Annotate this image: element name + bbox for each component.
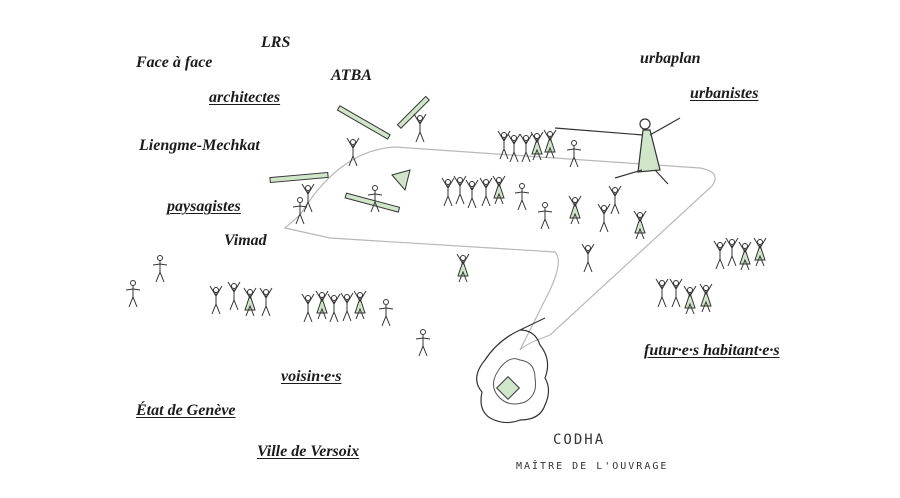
label-ville-de-versoix: Ville de Versoix <box>257 443 360 460</box>
stick-figure <box>209 285 223 315</box>
urbanist-giant-figure <box>554 117 681 185</box>
stick-figure <box>152 255 168 283</box>
stick-figure <box>367 185 383 213</box>
stick-figure <box>479 177 493 207</box>
stick-figure <box>456 253 470 283</box>
stick-figure <box>581 243 595 273</box>
stick-figure <box>346 137 360 167</box>
stick-figure <box>514 183 530 211</box>
stick-figure <box>315 290 329 320</box>
stick-figure <box>753 237 767 267</box>
stick-figure <box>327 293 341 323</box>
label-maitre-de-l-ouvrage: MAÎTRE DE L'OUVRAGE <box>516 461 669 472</box>
stick-figure <box>699 283 713 313</box>
stick-figure <box>292 197 308 225</box>
label-lrs: LRS <box>261 34 291 51</box>
stick-figure <box>519 133 533 163</box>
codha-plot <box>476 317 550 424</box>
label-vimad: Vimad <box>224 232 267 249</box>
stick-figures <box>125 113 767 357</box>
stick-figure <box>378 299 394 327</box>
label-liengme-mechkat: Liengme-Mechkat <box>139 137 260 154</box>
stick-figure <box>465 179 479 209</box>
stick-figure <box>568 195 582 225</box>
stick-figure <box>608 185 622 215</box>
stick-figure <box>566 140 582 168</box>
stick-figure <box>340 292 354 322</box>
stick-figure <box>725 237 739 267</box>
stick-figure <box>713 240 727 270</box>
label-atba: ATBA <box>331 67 372 84</box>
stick-figure <box>597 203 611 233</box>
stick-figure <box>453 175 467 205</box>
stick-figure <box>530 131 544 161</box>
stick-figure <box>301 293 315 323</box>
stick-figure <box>738 241 752 271</box>
stick-figure <box>683 285 697 315</box>
site-outline <box>283 146 716 351</box>
label-urbaplan: urbaplan <box>640 50 701 67</box>
stick-figure <box>125 280 141 308</box>
stick-figure <box>413 113 427 143</box>
label-voisins: voisin·e·s <box>281 368 342 385</box>
stick-figure <box>537 202 553 230</box>
stick-figure <box>669 278 683 308</box>
stick-figure <box>633 210 647 240</box>
stick-figure <box>543 129 557 159</box>
label-codha: CODHA <box>553 432 606 448</box>
stick-figure <box>227 281 241 311</box>
stick-figure <box>507 133 521 163</box>
label-paysagistes: paysagistes <box>167 198 241 215</box>
green-staffs <box>269 95 430 213</box>
stick-figure <box>492 175 506 205</box>
label-urbanistes: urbanistes <box>690 85 759 102</box>
label-futurs-habitants: futur·e·s habitant·e·s <box>644 342 780 359</box>
stick-figure <box>353 290 367 320</box>
stick-figure <box>259 287 273 317</box>
stick-figure <box>301 183 315 213</box>
label-architectes: architectes <box>209 89 281 106</box>
stick-figure <box>243 287 257 317</box>
stick-figure <box>441 177 455 207</box>
stick-figure <box>655 278 669 308</box>
stick-figure <box>415 329 431 357</box>
label-face-a-face: Face à face <box>136 54 213 71</box>
label-etat-de-geneve: État de Genève <box>136 402 236 419</box>
